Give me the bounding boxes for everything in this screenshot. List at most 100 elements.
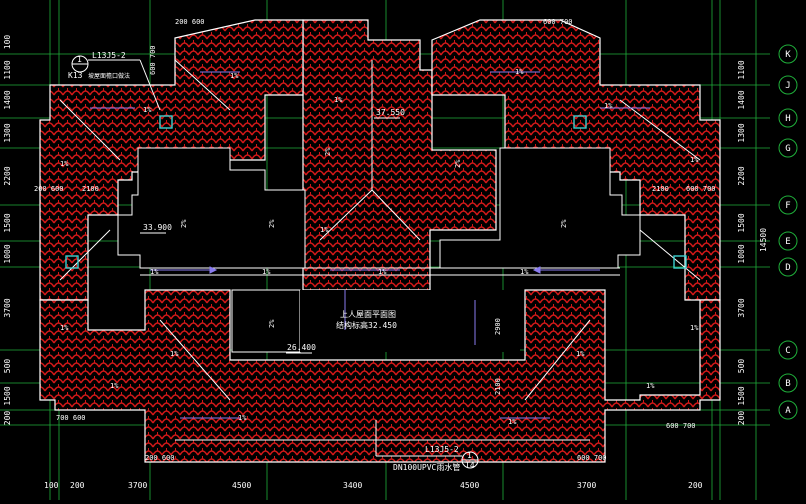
axis-bubble-K: K [778,44,798,64]
dim-left-value: 100 [3,35,12,50]
axis-label: D [785,263,790,273]
slope-label: 1% [515,68,524,76]
roof-terrace-title: 上人屋面平面图 [340,310,396,319]
dim-left-value: 200 [3,411,12,426]
slope-label: 2% [454,159,462,168]
axis-label: H [785,114,790,124]
slope-label: 1% [690,156,699,164]
slope-label: 2% [268,219,276,228]
slope-label: 1% [238,414,247,422]
dim-pair: 200 600 [145,454,175,462]
slope-label: 1% [576,350,585,358]
dim-right-value: 3700 [737,298,746,317]
callout-bottom-pipe: DN100UPVC雨水管 [393,462,460,472]
dim-left-value: 1400 [3,90,12,109]
dim-pair: 2100 [82,185,99,193]
axis-bubbles: K J H G F E D C B A [778,44,798,420]
slope-label: 2% [560,219,568,228]
callout-top-ref2: K13 [68,71,83,80]
axis-bubble-C: C [778,340,798,360]
slope-label: 1% [230,72,239,80]
slope-label: 1% [520,268,529,276]
axis-bubble-H: H [778,108,798,128]
dim-pair: 600 700 [666,422,696,430]
slope-label: 1% [604,102,613,110]
slope-labels: 1%1%1%1%1%1%1%1%1%1%1%1%1%1%1%1%1%1%1%1%… [60,68,699,426]
dim-pair: 600 700 [149,45,157,75]
axis-bubble-D: D [778,257,798,277]
dim-bottom-value: 200 [688,481,703,490]
drainage-arrows [90,71,650,419]
elevation-marks: 37.550 33.900 26.400 上人屋面平面图 结构标高32.450 [140,108,405,354]
dim-bottom-value: 200 [70,481,85,490]
slope-label: 1% [334,96,343,104]
axis-bubble-B: B [778,373,798,393]
dim-bottom-value: 100 [44,481,59,490]
dim-right-value: 1400 [737,90,746,109]
axis-bubble-E: E [778,231,798,251]
callout-bottom-sheet: T4 [465,461,475,470]
dim-pair: 2100 [652,185,669,193]
dim-left-value: 1500 [3,213,12,232]
slope-label: 2% [180,219,188,228]
dim-right-value: 1500 [737,386,746,405]
dim-pair: 600 700 [543,18,573,26]
roof-ridges [59,59,701,441]
slope-label: 1% [320,226,329,234]
dim-right-value: 1100 [737,60,746,79]
axis-bubble-J: J [778,75,798,95]
dim-pair: 600 700 [577,454,607,462]
dim-left-value: 500 [3,359,12,374]
slope-label: 1% [378,268,387,276]
callout-top-note: 坡屋面檐口做法 [88,72,130,80]
dim-bottom-value: 4500 [460,481,479,490]
slope-label: 1% [170,350,179,358]
dim-bottom-value: 3400 [343,481,362,490]
dim-pair: 700 600 [56,414,86,422]
dim-left-value: 3700 [3,298,12,317]
roof-voids [117,147,641,353]
dim-pair: 600 700 [686,185,716,193]
dim-left-value: 1100 [3,60,12,79]
dims-left: 1001100140013002200150010003700500150020… [3,35,12,426]
callout-bottom-number: 1 [467,451,472,460]
dim-bottom-value: 3700 [577,481,596,490]
dim-bottom-value: 4500 [232,481,251,490]
dim-left-value: 2200 [3,166,12,185]
slope-label: 1% [262,268,271,276]
dim-left-value: 1500 [3,386,12,405]
slope-label: 1% [143,106,152,114]
axis-label: E [785,237,790,247]
callout-bottom-ref: L13J5-2 [425,445,459,454]
detail-callouts [71,55,479,469]
dim-right-value: 2200 [737,166,746,185]
elevation-33900: 33.900 [143,223,172,232]
slope-label: 1% [646,382,655,390]
dims-right: 1100140013002200150010003700500150020014… [737,60,768,425]
slope-label: 1% [110,382,119,390]
dim-mid-2100: 2100 [494,378,502,395]
dim-right-total: 14500 [759,228,768,252]
axis-label: G [785,144,790,154]
slope-label: 2% [268,319,276,328]
elevation-37550: 37.550 [376,108,405,117]
axis-label: F [785,201,790,211]
dim-right-value: 200 [737,411,746,426]
axis-label: J [785,81,790,91]
dim-left-value: 1000 [3,244,12,263]
dim-right-value: 1000 [737,244,746,263]
callout-top-ref: L13J5-2 [92,51,126,60]
axis-label: C [785,346,790,356]
axis-bubble-A: A [778,400,798,420]
axis-bubble-G: G [778,138,798,158]
dim-pair: 200 600 [175,18,205,26]
axis-label: A [785,406,791,416]
dim-mid-2900: 2900 [494,318,502,335]
axis-label: K [785,50,791,60]
slope-label: 2% [324,147,332,156]
slope-label: 1% [150,268,159,276]
